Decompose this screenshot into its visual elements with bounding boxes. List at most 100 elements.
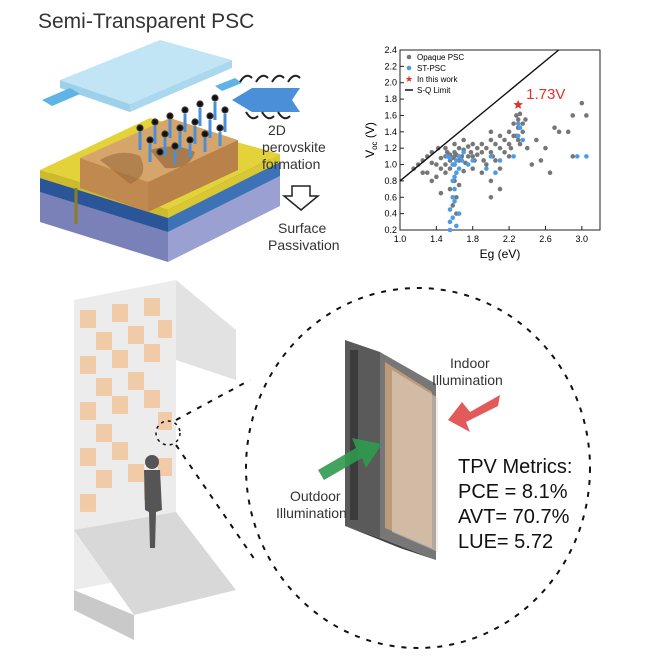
x-axis-label: Eg (eV): [480, 247, 521, 261]
legend-star-swatch: ★: [405, 74, 413, 84]
opaque-psc-point: [514, 113, 519, 118]
y-axis-label: Voc (V): [363, 122, 379, 158]
opaque-psc-point: [481, 158, 486, 163]
opaque-psc-point: [506, 129, 512, 135]
st-psc-point: [444, 154, 450, 159]
opaque-psc-point: [502, 137, 507, 143]
st-psc-point: [515, 121, 521, 126]
opaque-psc-point: [484, 162, 489, 167]
opaque-psc-point: [443, 170, 448, 176]
this-work-point: [513, 99, 523, 109]
legend-entry: ST-PSC: [417, 64, 446, 73]
st-psc-point: [574, 154, 580, 159]
opaque-psc-point: [552, 125, 557, 131]
opaque-psc-point: [497, 186, 503, 192]
st-psc-point: [447, 219, 453, 225]
opaque-psc-point: [434, 174, 439, 180]
opaque-psc-point: [556, 129, 562, 135]
opaque-psc-point: [497, 166, 503, 171]
opaque-psc-point: [565, 129, 571, 135]
x-tick-label: 1.8: [466, 234, 479, 244]
legend-entry: S-Q Limit: [417, 86, 451, 95]
st-psc-point: [461, 149, 466, 155]
y-tick-label: 1.2: [384, 143, 397, 153]
label-passivation: Passivation: [268, 237, 340, 253]
opaque-psc-point: [497, 145, 503, 151]
opaque-psc-point: [479, 170, 485, 176]
metrics-block: TPV Metrics: PCE = 8.1% AVT= 70.7% LUE= …: [458, 455, 572, 555]
metric-pce: PCE = 8.1%: [458, 481, 568, 503]
outdoor-light-arrow: [318, 438, 382, 480]
opaque-psc-point: [443, 145, 448, 151]
opaque-psc-point: [493, 141, 498, 147]
st-psc-point: [452, 199, 457, 204]
sq-limit-line: [399, 49, 560, 182]
st-psc-point: [450, 162, 456, 167]
st-psc-point: [465, 162, 471, 167]
plot-frame: [399, 49, 601, 231]
x-tick-label: 1.0: [394, 234, 407, 244]
person-silhouette: [144, 455, 162, 548]
st-psc-point: [454, 170, 459, 176]
opaque-psc-point: [456, 182, 462, 188]
opaque-psc-point: [447, 166, 453, 171]
opaque-psc-point: [479, 149, 485, 155]
opaque-psc-point: [506, 154, 512, 159]
label-formation: formation: [262, 156, 321, 172]
opaque-psc-point: [488, 149, 494, 155]
metric-avt: AVT= 70.7%: [458, 506, 570, 528]
y-tick-label: 1.4: [384, 127, 397, 137]
opaque-psc-point: [488, 178, 494, 184]
opaque-psc-point: [584, 113, 589, 118]
legend-dot-swatch: [406, 65, 412, 71]
opaque-psc-point: [438, 155, 444, 161]
y-tick-label: 1.0: [384, 160, 397, 170]
metrics-heading: TPV Metrics:: [458, 456, 573, 478]
legend-entry: Opaque PSC: [417, 53, 464, 62]
st-psc-point: [452, 186, 457, 192]
st-psc-point: [456, 211, 462, 216]
y-tick-label: 0.2: [384, 225, 397, 235]
opaque-psc-point: [520, 121, 526, 126]
opaque-psc-point: [465, 154, 471, 159]
opaque-psc-point: [570, 113, 576, 118]
opaque-psc-point: [461, 137, 466, 143]
st-psc-point: [497, 158, 503, 163]
opaque-psc-point: [534, 137, 539, 143]
opaque-psc-point: [515, 137, 521, 143]
st-psc-point: [456, 166, 462, 171]
y-tick-label: 1.6: [384, 110, 397, 120]
st-psc-point: [493, 170, 498, 176]
opaque-psc-point: [443, 162, 448, 167]
st-psc-point: [452, 174, 457, 180]
opaque-psc-point: [465, 144, 471, 149]
y-tick-label: 0.8: [384, 176, 397, 186]
y-tick-label: 2.0: [384, 78, 397, 88]
legend-dot-swatch: [406, 54, 412, 60]
label-surface: Surface: [278, 220, 327, 236]
opaque-psc-point: [470, 166, 476, 171]
st-psc-point: [450, 215, 456, 221]
x-tick-label: 3.0: [576, 234, 589, 244]
opaque-psc-point: [452, 141, 457, 147]
opaque-psc-point: [579, 100, 585, 106]
label-outdoor-illumination: Illumination: [276, 505, 347, 521]
st-psc-point: [470, 158, 476, 163]
label-indoor: Indoor: [450, 355, 490, 371]
st-psc-point: [447, 207, 453, 212]
st-psc-point: [454, 158, 459, 163]
opaque-psc-point: [497, 133, 503, 139]
st-psc-point: [447, 227, 453, 233]
indoor-light-arrow: [448, 395, 500, 432]
opaque-psc-point: [461, 168, 466, 174]
opaque-psc-point: [420, 170, 426, 176]
opaque-psc-point: [484, 145, 489, 151]
st-psc-point: [450, 178, 456, 184]
x-tick-label: 1.4: [430, 234, 443, 244]
y-tick-label: 1.8: [384, 94, 397, 104]
metric-lue: LUE= 5.72: [458, 531, 554, 553]
